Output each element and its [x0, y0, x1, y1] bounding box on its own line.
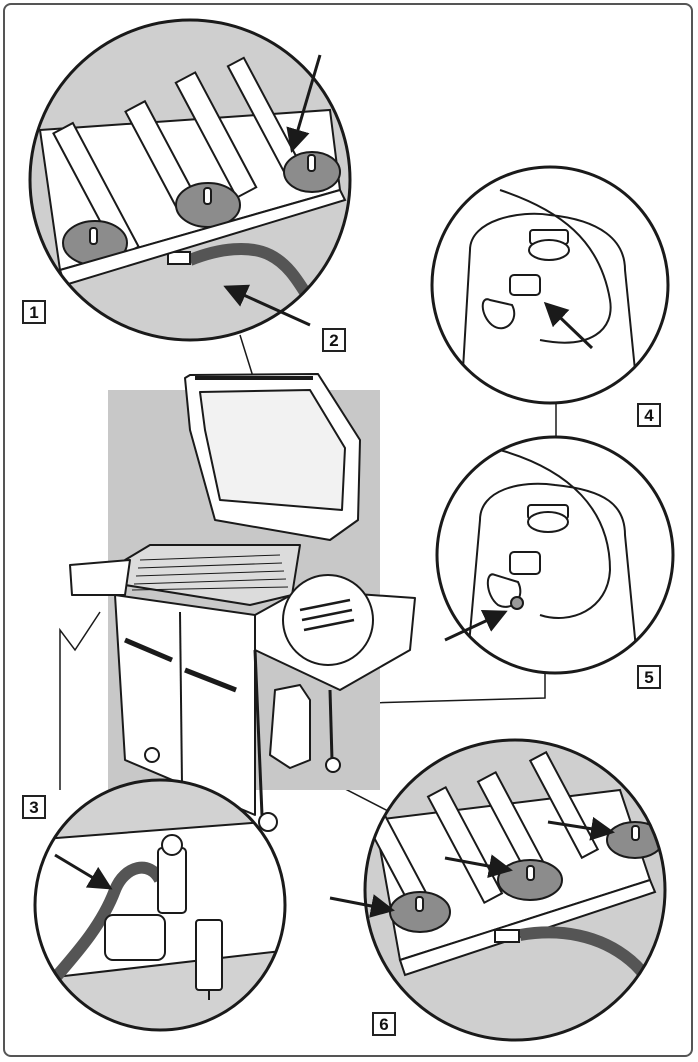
detail-regulator — [33, 778, 287, 1032]
step-label-4: 4 — [637, 403, 661, 427]
grill-illustration — [69, 373, 416, 832]
step-label-1: 1 — [22, 300, 46, 324]
step-label-2: 2 — [322, 328, 346, 352]
detail-tank-valve-connection — [435, 435, 675, 675]
diagram-frame — [3, 3, 693, 1057]
step-label-5: 5 — [637, 665, 661, 689]
detail-tank-valve-closed — [430, 165, 670, 405]
detail-burners-top — [28, 18, 352, 342]
step-label-3: 3 — [22, 795, 46, 819]
detail-burners-bottom — [329, 738, 667, 1042]
step-label-6: 6 — [372, 1012, 396, 1036]
